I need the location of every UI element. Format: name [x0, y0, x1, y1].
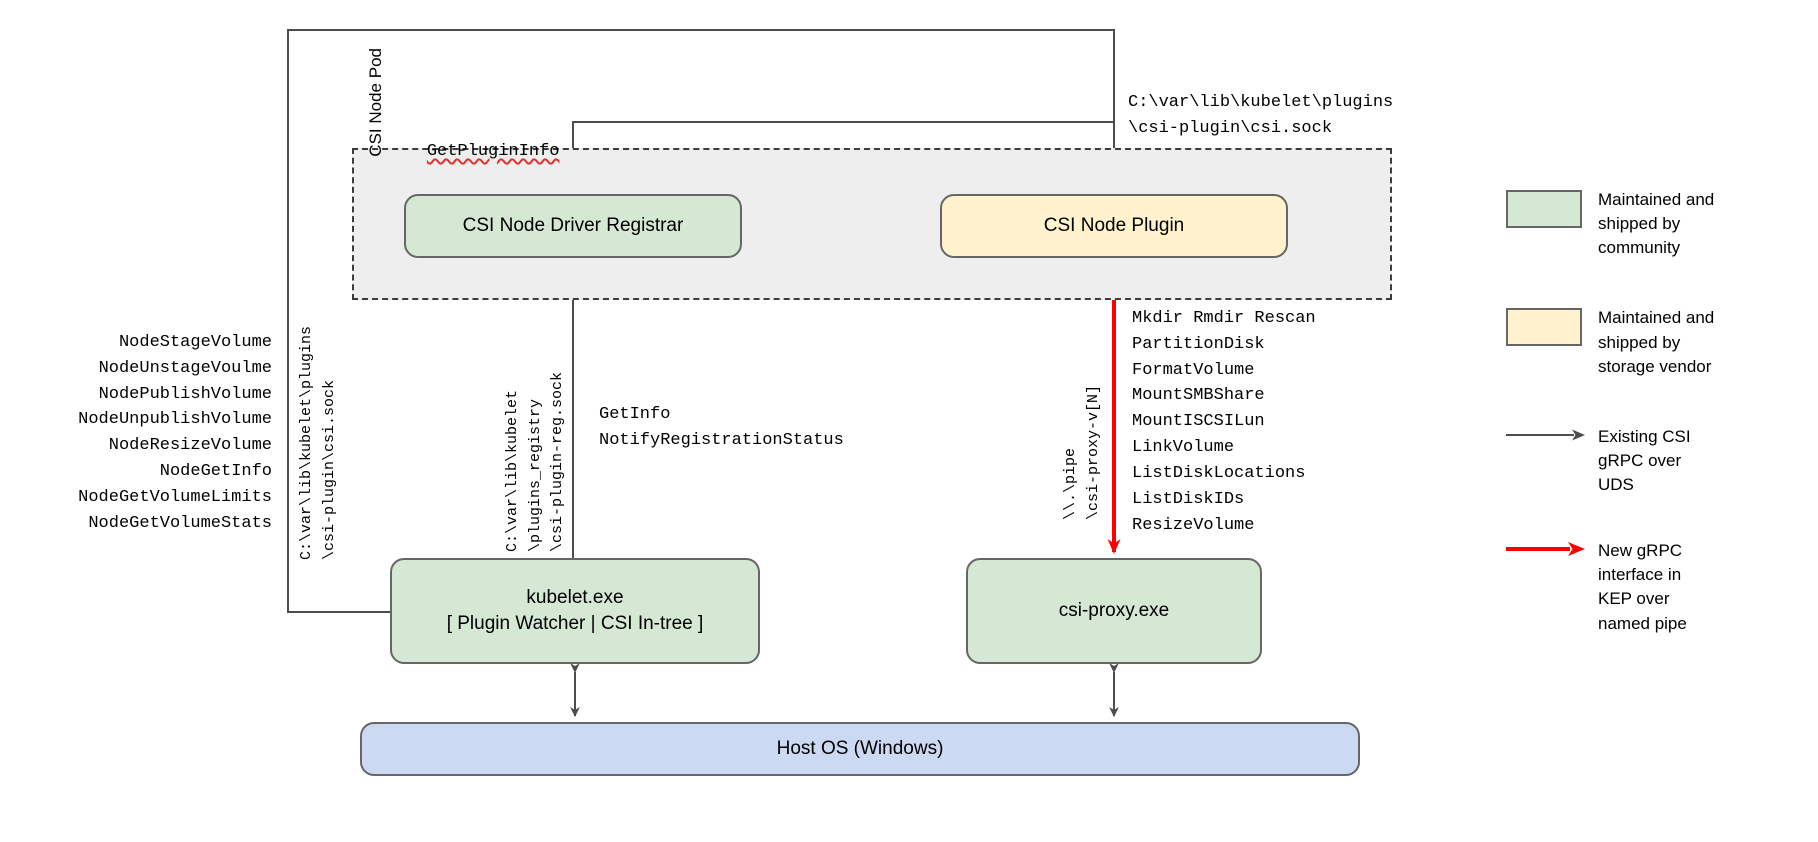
label-named-pipe-path: \\.\pipe \csi-proxy-v[N]: [1062, 384, 1102, 520]
swatch-yellow-icon: [1506, 308, 1582, 347]
legend-key: [1506, 425, 1598, 443]
label-plugin-registry-socket-path: C:\var\lib\kubelet \plugins_registry \cs…: [504, 371, 566, 552]
node-csi-node-plugin[interactable]: CSI Node Plugin: [940, 194, 1288, 258]
node-csi-proxy-exe[interactable]: csi-proxy.exe: [966, 558, 1262, 664]
legend-item-community: Maintained and shipped by community: [1506, 188, 1806, 260]
legend-key: [1506, 188, 1598, 228]
label-plugin-socket-path: C:\var\lib\kubelet\plugins \csi-plugin\c…: [1128, 93, 1394, 138]
legend-item-storage-vendor: Maintained and shipped by storage vendor: [1506, 306, 1806, 378]
node-label: csi-proxy.exe: [1058, 600, 1170, 622]
arrow-gray-icon: [1506, 429, 1585, 441]
label-get-plugin-info: GetPluginInfo: [386, 113, 560, 190]
node-host-os[interactable]: Host OS (Windows): [360, 722, 1360, 776]
legend-item-existing-csi-grpc: Existing CSI gRPC over UDS: [1506, 425, 1806, 497]
node-csi-node-driver-registrar[interactable]: CSI Node Driver Registrar: [404, 194, 742, 258]
legend-key: [1506, 539, 1598, 557]
kubelet-subtitle: [ Plugin Watcher | CSI In-tree ]: [446, 613, 704, 634]
legend-key: [1506, 306, 1598, 347]
legend: Maintained and shipped by community Main…: [1506, 188, 1806, 682]
node-label: CSI Node Driver Registrar: [462, 215, 684, 237]
label-csi-proxy-rpc-list: Mkdir Rmdir Rescan PartitionDisk FormatV…: [1132, 309, 1316, 535]
legend-label: Maintained and shipped by storage vendor: [1598, 308, 1715, 376]
label-csi-node-rpc-list: NodeStageVolume NodeUnstageVoulme NodePu…: [78, 333, 272, 533]
label-kubelet-csi-socket-path: C:\var\lib\kubelet\plugins \csi-plugin\c…: [298, 325, 338, 560]
legend-label: Maintained and shipped by community: [1598, 190, 1715, 258]
csi-node-pod-label: CSI Node Pod: [366, 48, 385, 157]
node-label: CSI Node Plugin: [1043, 215, 1185, 237]
label-registrar-rpc-list: GetInfo NotifyRegistrationStatus: [599, 405, 844, 450]
node-kubelet-exe[interactable]: kubelet.exe [ Plugin Watcher | CSI In-tr…: [390, 558, 760, 664]
swatch-green-icon: [1506, 190, 1582, 228]
legend-label: Existing CSI gRPC over UDS: [1598, 426, 1691, 494]
legend-label: New gRPC interface in KEP over named pip…: [1598, 541, 1687, 633]
kubelet-title: kubelet.exe: [526, 587, 624, 609]
legend-item-new-grpc-named-pipe: New gRPC interface in KEP over named pip…: [1506, 539, 1806, 636]
arrow-red-icon: [1506, 542, 1585, 557]
node-label: Host OS (Windows): [776, 738, 944, 760]
label-get-plugin-info-text: GetPluginInfo: [426, 141, 560, 161]
